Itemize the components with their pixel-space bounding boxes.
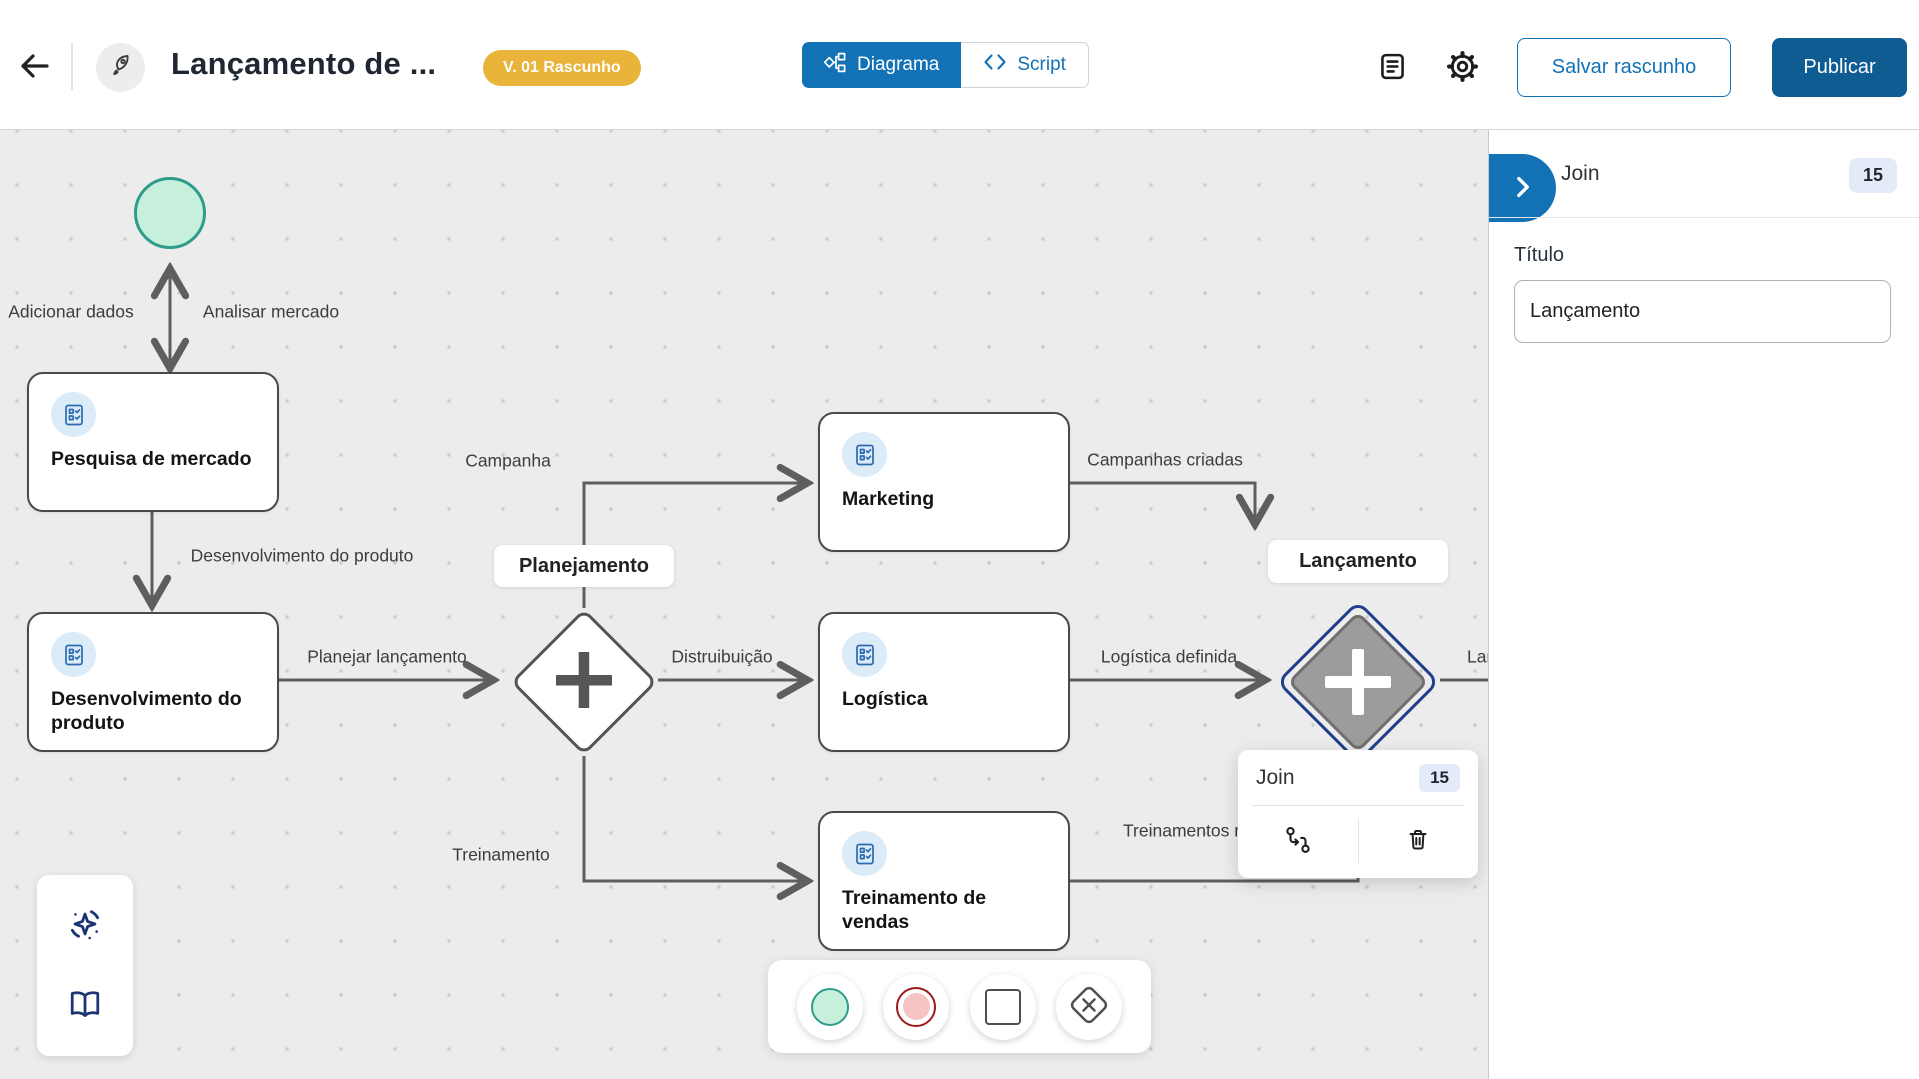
view-tabs: Diagrama Script bbox=[802, 42, 1089, 88]
documentation-button[interactable] bbox=[55, 976, 115, 1036]
connector-edges bbox=[0, 130, 1488, 1079]
edge-label-treinamentos-cut: Treinamentos r bbox=[1123, 820, 1241, 841]
edge-label-distribuicao: Distruibuição bbox=[671, 646, 773, 667]
titulo-label: Título bbox=[1514, 244, 1565, 266]
book-icon bbox=[65, 984, 105, 1027]
sparkle-ai-icon bbox=[64, 903, 106, 948]
popup-divider bbox=[1252, 805, 1464, 806]
add-end-event-button[interactable] bbox=[883, 973, 950, 1040]
form-task-icon bbox=[51, 632, 96, 677]
end-event-icon bbox=[896, 986, 937, 1027]
header-divider bbox=[71, 42, 73, 90]
form-task-icon bbox=[842, 632, 887, 677]
popup-count-badge: 15 bbox=[1419, 763, 1460, 792]
gear-icon bbox=[1446, 50, 1479, 86]
ai-assistant-button[interactable] bbox=[55, 895, 115, 955]
canvas-side-toolbar bbox=[37, 875, 133, 1056]
node-treinamento-de-vendas[interactable]: Treinamento de vendas bbox=[818, 811, 1070, 951]
form-task-icon bbox=[842, 831, 887, 876]
panel-collapse-button[interactable] bbox=[1489, 154, 1556, 222]
tab-diagrama-label: Diagrama bbox=[857, 54, 940, 75]
edge-label-campanha: Campanha bbox=[465, 450, 551, 471]
add-gateway-button[interactable] bbox=[1056, 973, 1123, 1040]
titulo-input[interactable] bbox=[1514, 280, 1891, 343]
edge-label-planejar-lancamento: Planejar lançamento bbox=[307, 646, 467, 667]
node-title: Pesquisa de mercado bbox=[51, 448, 252, 470]
popup-vertical-divider bbox=[1358, 819, 1359, 863]
arrow-left-icon bbox=[15, 53, 53, 87]
node-title: Desenvolvimento do produto bbox=[51, 688, 242, 734]
popup-actions bbox=[1238, 806, 1478, 876]
node-title: Marketing bbox=[842, 488, 935, 510]
avatar bbox=[96, 43, 145, 92]
add-start-event-button[interactable] bbox=[796, 973, 863, 1040]
edge-label-lancamento-cut: Lan bbox=[1467, 646, 1488, 667]
trash-icon bbox=[1404, 826, 1432, 857]
add-task-button[interactable] bbox=[969, 973, 1036, 1040]
rocket-icon bbox=[109, 53, 133, 82]
reroute-button[interactable] bbox=[1238, 806, 1358, 876]
form-task-icon bbox=[842, 432, 887, 477]
start-event-icon bbox=[810, 987, 849, 1026]
popup-header: Join 15 bbox=[1238, 750, 1478, 805]
document-icon bbox=[1377, 51, 1408, 85]
edge-label-logistica-definida: Logística definida bbox=[1100, 646, 1238, 667]
properties-panel: Join 15 Título bbox=[1488, 130, 1919, 1079]
plus-gateway-icon bbox=[1312, 636, 1404, 733]
page-title: Lançamento de ... bbox=[171, 46, 437, 81]
notes-button[interactable] bbox=[1373, 49, 1411, 87]
chevron-right-icon bbox=[1514, 175, 1532, 202]
tab-script-label: Script bbox=[1017, 54, 1066, 75]
settings-button[interactable] bbox=[1443, 49, 1481, 87]
back-button[interactable] bbox=[12, 46, 56, 88]
version-badge: V. 01 Rascunho bbox=[483, 50, 641, 86]
task-shape-icon bbox=[984, 988, 1021, 1025]
plus-gateway-icon bbox=[544, 640, 624, 725]
node-context-popup: Join 15 bbox=[1238, 750, 1478, 878]
shape-palette bbox=[768, 960, 1151, 1053]
edge-label-desenvolvimento: Desenvolvimento do produto bbox=[190, 545, 414, 566]
edge-label-analisar-mercado: Analisar mercado bbox=[202, 301, 340, 322]
publish-button[interactable]: Publicar bbox=[1772, 38, 1907, 97]
edge-label-campanhas-criadas: Campanhas criadas bbox=[1087, 449, 1243, 470]
tab-script[interactable]: Script bbox=[961, 42, 1089, 88]
node-desenvolvimento-do-produto[interactable]: Desenvolvimento do produto bbox=[27, 612, 279, 752]
gateway-label-lancamento[interactable]: Lançamento bbox=[1268, 540, 1448, 583]
code-icon bbox=[983, 52, 1007, 78]
diagram-icon bbox=[823, 51, 847, 80]
node-logistica[interactable]: Logística bbox=[818, 612, 1070, 752]
diagram-canvas[interactable]: Adicionar dados Analisar mercado Desenvo… bbox=[0, 130, 1488, 1079]
node-pesquisa-de-mercado[interactable]: Pesquisa de mercado bbox=[27, 372, 279, 512]
tab-diagrama[interactable]: Diagrama bbox=[802, 42, 962, 88]
gateway-label-planejamento[interactable]: Planejamento bbox=[494, 545, 674, 587]
edge-label-adicionar-dados: Adicionar dados bbox=[8, 301, 134, 322]
panel-divider bbox=[1489, 217, 1919, 218]
header: Lançamento de ... V. 01 Rascunho Diagram… bbox=[0, 0, 1919, 130]
panel-count-badge: 15 bbox=[1848, 158, 1897, 193]
panel-title: Join bbox=[1561, 162, 1600, 185]
node-title: Logística bbox=[842, 688, 928, 710]
start-event-node[interactable] bbox=[134, 177, 206, 249]
popup-title: Join bbox=[1256, 765, 1295, 789]
save-draft-button[interactable]: Salvar rascunho bbox=[1517, 38, 1731, 97]
gateway-x-icon bbox=[1066, 982, 1112, 1031]
node-title: Treinamento de vendas bbox=[842, 887, 987, 933]
reroute-icon bbox=[1283, 825, 1313, 858]
delete-button[interactable] bbox=[1358, 806, 1478, 876]
edge-label-treinamento: Treinamento bbox=[452, 844, 550, 865]
node-marketing[interactable]: Marketing bbox=[818, 412, 1070, 552]
form-task-icon bbox=[51, 392, 96, 437]
